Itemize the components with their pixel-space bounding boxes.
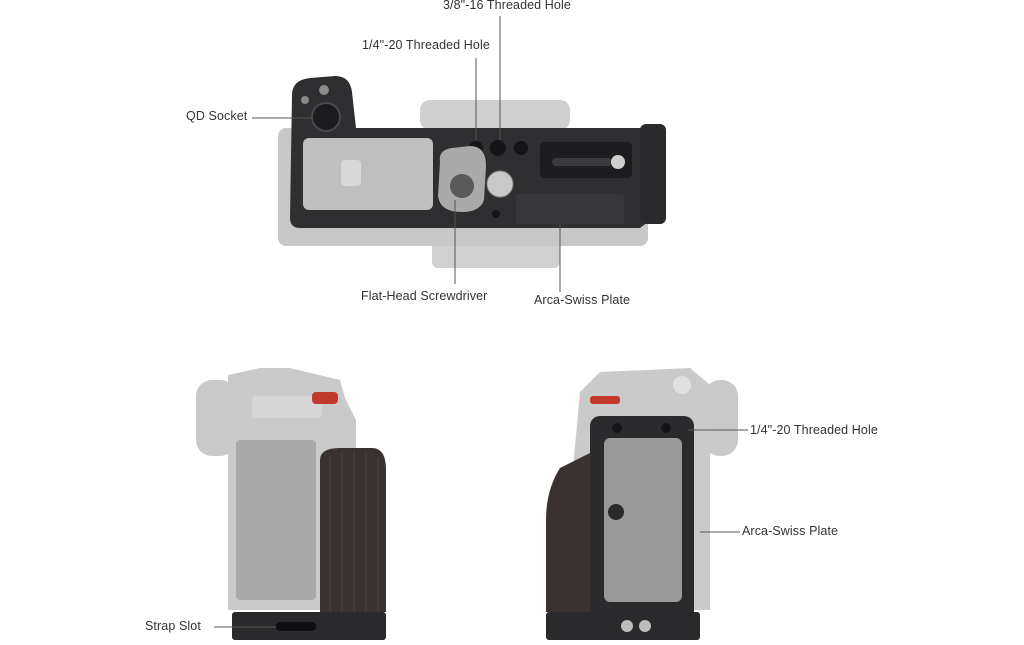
label-side-threaded-hole: 1/4"-20 Threaded Hole (750, 423, 878, 437)
battery-latch (341, 160, 361, 186)
strap-slot (276, 622, 316, 631)
camera-visible-through-bracket (604, 438, 682, 602)
threaded-hole (514, 141, 528, 155)
label-qd-socket: QD Socket (186, 109, 248, 123)
arca-screw (611, 155, 625, 169)
qd-socket (311, 102, 341, 132)
threaded-hole (490, 140, 506, 156)
screwdriver-hole (450, 174, 474, 198)
eyecup (640, 124, 666, 224)
side-threaded-hole (612, 423, 622, 433)
side-threaded-hole (661, 423, 671, 433)
qd-screw (319, 85, 329, 95)
qd-screw-2 (301, 96, 309, 104)
lens-mount (420, 100, 570, 130)
top-view-camera (278, 76, 666, 268)
battery-door (303, 138, 433, 210)
side-mount-hole (608, 504, 624, 520)
red-button-right (590, 396, 620, 404)
label-14-threaded-hole: 1/4"-20 Threaded Hole (362, 38, 490, 52)
wooden-grip-right (546, 452, 592, 612)
lens-side-right (704, 380, 738, 456)
wood-grain (329, 450, 379, 612)
label-38-threaded-hole: 3/8"-16 Threaded Hole (443, 0, 571, 12)
arca-swiss-plate-top (516, 194, 624, 224)
top-leader-lines (252, 16, 561, 292)
dial-left (252, 396, 322, 418)
label-arca-swiss-plate-top: Arca-Swiss Plate (534, 293, 631, 307)
bottom-screw (639, 620, 651, 632)
side-view-right (546, 368, 738, 640)
lens-side-left (196, 380, 236, 456)
label-strap-slot: Strap Slot (145, 619, 201, 633)
bottom-screw (621, 620, 633, 632)
label-flat-head-screwdriver: Flat-Head Screwdriver (361, 289, 488, 303)
wooden-grip (320, 448, 386, 612)
tripod-screw (486, 170, 514, 198)
leatherette-left (236, 440, 316, 600)
red-shutter-button (312, 392, 338, 404)
arca-rail-groove (552, 158, 612, 166)
side-view-left (196, 368, 386, 640)
dial-right (673, 376, 691, 394)
label-arca-swiss-plate-side: Arca-Swiss Plate (742, 524, 839, 538)
threaded-hole-small (492, 210, 500, 218)
